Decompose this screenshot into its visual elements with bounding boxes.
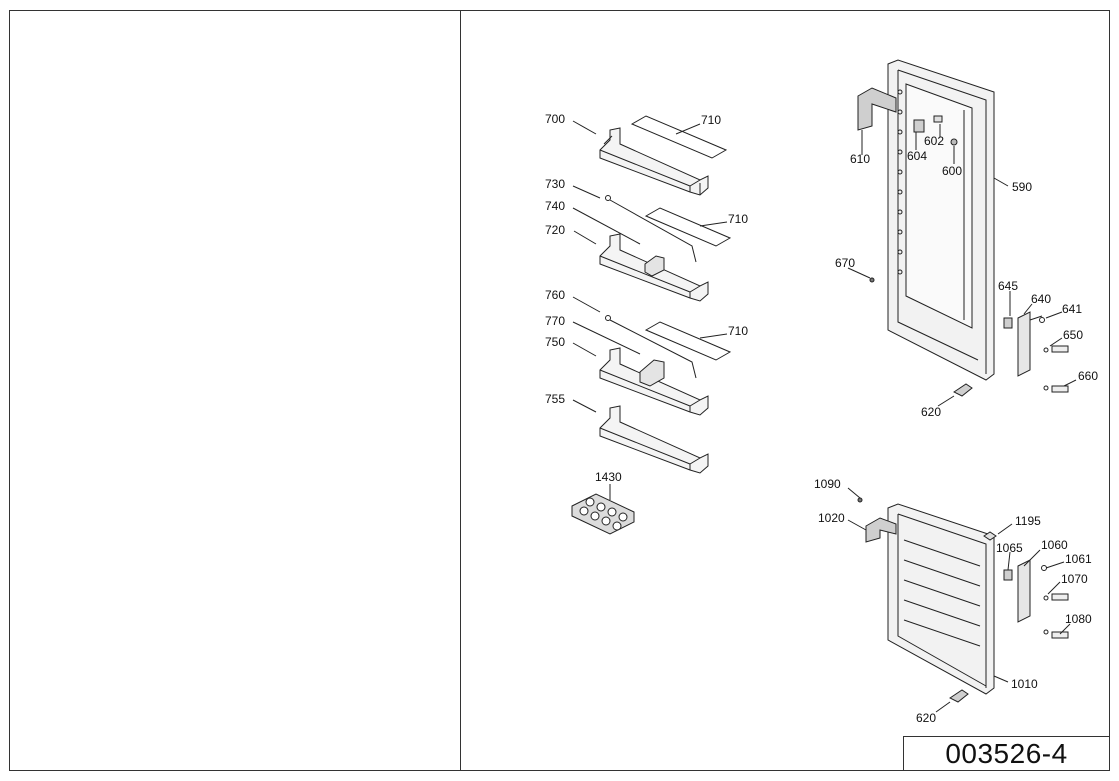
callout-710-middle: 710 bbox=[728, 212, 748, 226]
part-1090 bbox=[857, 497, 863, 503]
callout-1020: 1020 bbox=[818, 511, 845, 525]
callout-620-upper: 620 bbox=[921, 405, 941, 419]
egg-tray-1430 bbox=[571, 493, 635, 535]
leader-lines bbox=[572, 120, 1077, 713]
callout-1010: 1010 bbox=[1011, 677, 1038, 691]
right-panel-exploded-view bbox=[460, 10, 1110, 771]
hinge-620-upper bbox=[953, 383, 973, 397]
callout-620-lower: 620 bbox=[916, 711, 936, 725]
callout-720: 720 bbox=[545, 223, 565, 237]
callout-1090: 1090 bbox=[814, 477, 841, 491]
rod-730 bbox=[605, 195, 697, 263]
callout-1061: 1061 bbox=[1065, 552, 1092, 566]
shelf-insert-710-middle bbox=[644, 207, 732, 247]
callout-670: 670 bbox=[835, 256, 855, 270]
document-number: 003526-4 bbox=[903, 736, 1110, 771]
shelf-insert-710-lower bbox=[644, 321, 732, 361]
callout-770: 770 bbox=[545, 314, 565, 328]
callout-1080: 1080 bbox=[1065, 612, 1092, 626]
part-1195 bbox=[983, 531, 997, 541]
callout-650: 650 bbox=[1063, 328, 1083, 342]
hinge-assembly-640 bbox=[1003, 311, 1069, 393]
callout-labels: 700 710 730 740 710 720 760 770 710 750 … bbox=[545, 112, 1098, 725]
door-bin-755 bbox=[599, 405, 709, 474]
callout-710-lower: 710 bbox=[728, 324, 748, 338]
callout-602: 602 bbox=[924, 134, 944, 148]
callout-610: 610 bbox=[850, 152, 870, 166]
callout-740: 740 bbox=[545, 199, 565, 213]
callout-1195: 1195 bbox=[1015, 514, 1041, 528]
callout-600: 600 bbox=[942, 164, 962, 178]
door-bin-700 bbox=[599, 127, 709, 196]
callout-645: 645 bbox=[998, 279, 1018, 293]
door-bin-750 bbox=[599, 347, 709, 416]
callout-1070: 1070 bbox=[1061, 572, 1088, 586]
callout-604: 604 bbox=[907, 149, 927, 163]
handle-1020 bbox=[865, 517, 897, 543]
lower-door-1010 bbox=[887, 503, 995, 695]
hinge-620-lower bbox=[949, 689, 969, 703]
handle-610 bbox=[857, 87, 897, 131]
callout-1430: 1430 bbox=[595, 470, 622, 484]
callout-710-top: 710 bbox=[701, 113, 721, 127]
part-602 bbox=[933, 115, 943, 123]
callout-700: 700 bbox=[545, 112, 565, 126]
callout-750: 750 bbox=[545, 335, 565, 349]
callout-660: 660 bbox=[1078, 369, 1098, 383]
callout-755: 755 bbox=[545, 392, 565, 406]
callout-730: 730 bbox=[545, 177, 565, 191]
callout-760: 760 bbox=[545, 288, 565, 302]
rod-760 bbox=[605, 315, 697, 379]
shelf-insert-710-top bbox=[630, 115, 728, 159]
part-604 bbox=[913, 119, 925, 133]
callout-1060: 1060 bbox=[1041, 538, 1068, 552]
door-bin-720 bbox=[599, 233, 709, 302]
hinge-assembly-1060 bbox=[1003, 559, 1069, 639]
part-670 bbox=[869, 277, 875, 283]
callout-1065: 1065 bbox=[996, 541, 1023, 555]
callout-640: 640 bbox=[1031, 292, 1051, 306]
callout-641: 641 bbox=[1062, 302, 1082, 316]
callout-590: 590 bbox=[1012, 180, 1032, 194]
upper-door-590 bbox=[887, 59, 995, 381]
part-600 bbox=[950, 138, 958, 146]
